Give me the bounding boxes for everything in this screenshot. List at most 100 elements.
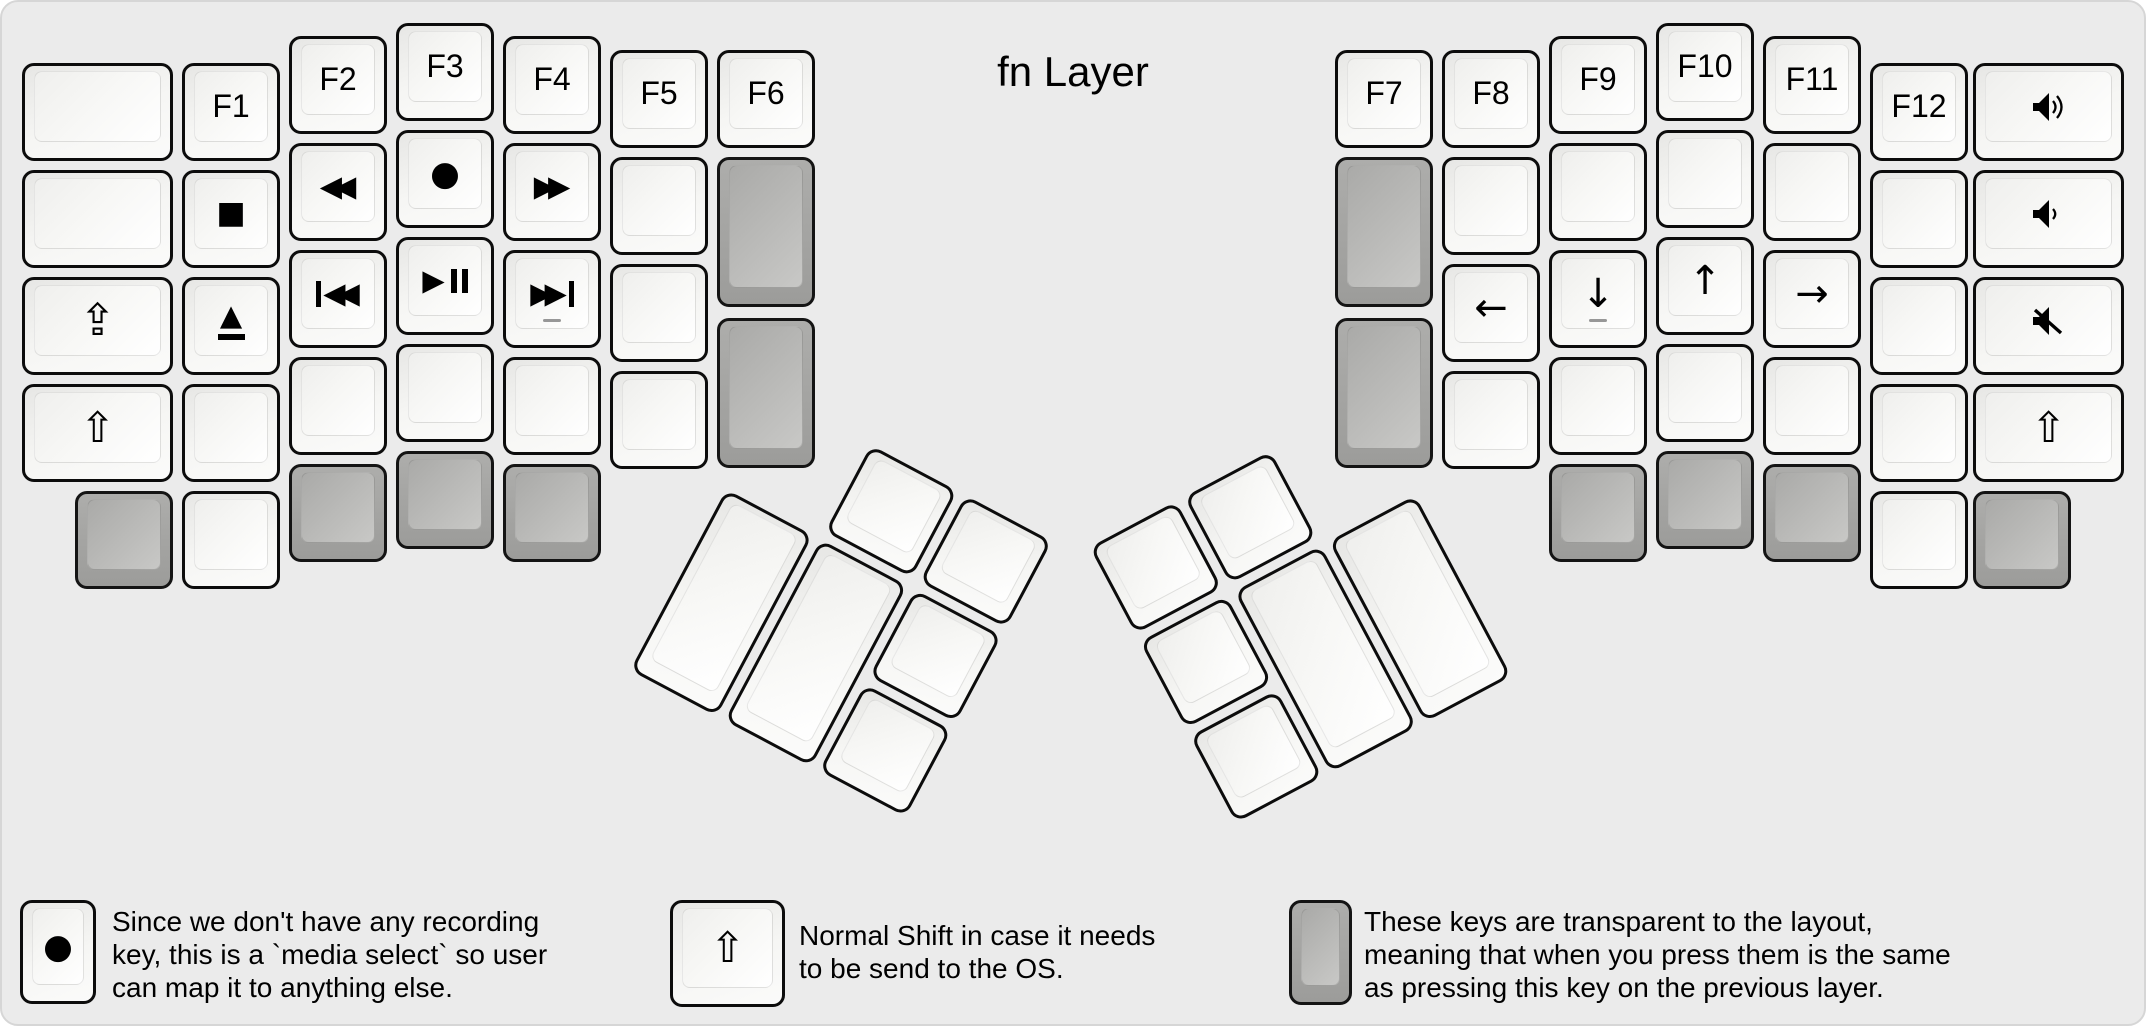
key-play-pause[interactable]: ▶ bbox=[396, 237, 494, 335]
key-blank[interactable] bbox=[1870, 277, 1968, 375]
rewind-icon: ◀◀ bbox=[319, 169, 357, 203]
key-f6[interactable]: F6 bbox=[717, 50, 815, 148]
key-arrow-up[interactable]: ↑ bbox=[1656, 237, 1754, 335]
key-transparent[interactable] bbox=[717, 157, 815, 307]
key-transparent[interactable] bbox=[1973, 491, 2071, 589]
key-label: F3 bbox=[426, 48, 464, 84]
key-label: F9 bbox=[1579, 61, 1617, 97]
key-record[interactable]: ● bbox=[396, 130, 494, 228]
key-transparent[interactable] bbox=[1335, 157, 1433, 307]
key-label: F8 bbox=[1472, 75, 1510, 111]
key-label: F1 bbox=[212, 88, 250, 124]
key-blank[interactable] bbox=[1870, 384, 1968, 482]
left-arrow-icon: ← bbox=[1474, 284, 1508, 331]
key-label: F10 bbox=[1677, 48, 1733, 84]
record-icon: ● bbox=[430, 153, 460, 194]
key-blank[interactable] bbox=[1763, 143, 1861, 241]
stop-icon: ■ bbox=[216, 195, 246, 231]
key-f5[interactable]: F5 bbox=[610, 50, 708, 148]
key-blank[interactable] bbox=[610, 371, 708, 469]
key-label: F4 bbox=[533, 61, 571, 97]
key-f12[interactable]: F12 bbox=[1870, 63, 1968, 161]
key-blank[interactable] bbox=[1549, 143, 1647, 241]
key-blank[interactable] bbox=[610, 264, 708, 362]
key-f11[interactable]: F11 bbox=[1763, 36, 1861, 134]
key-transparent[interactable] bbox=[289, 464, 387, 562]
key-blank[interactable] bbox=[1656, 130, 1754, 228]
key-f7[interactable]: F7 bbox=[1335, 50, 1433, 148]
prev-track-icon: ◀◀ bbox=[316, 279, 360, 308]
key-arrow-down[interactable]: ↓ bbox=[1549, 250, 1647, 348]
key-transparent[interactable] bbox=[75, 491, 173, 589]
key-next-track[interactable]: ▶▶ bbox=[503, 250, 601, 348]
key-blank[interactable] bbox=[503, 357, 601, 455]
key-f4[interactable]: F4 bbox=[503, 36, 601, 134]
key-f1[interactable]: F1 bbox=[182, 63, 280, 161]
key-rewind[interactable]: ◀◀ bbox=[289, 143, 387, 241]
down-arrow-icon: ↓ bbox=[1581, 270, 1615, 317]
key-transparent[interactable] bbox=[1656, 451, 1754, 549]
key-blank[interactable] bbox=[1870, 491, 1968, 589]
key-blank[interactable] bbox=[182, 384, 280, 482]
fast-forward-icon: ▶▶ bbox=[533, 169, 571, 203]
key-f2[interactable]: F2 bbox=[289, 36, 387, 134]
legend-key-shift: ⇧ bbox=[670, 900, 785, 1007]
key-volume-up[interactable] bbox=[1973, 63, 2124, 161]
key-f3[interactable]: F3 bbox=[396, 23, 494, 121]
homing-bar bbox=[543, 319, 561, 322]
key-blank[interactable] bbox=[1442, 371, 1540, 469]
key-prev-track[interactable]: ◀◀ bbox=[289, 250, 387, 348]
key-blank[interactable] bbox=[1763, 357, 1861, 455]
key-arrow-left[interactable]: ← bbox=[1442, 264, 1540, 362]
key-fast-forward[interactable]: ▶▶ bbox=[503, 143, 601, 241]
key-blank[interactable] bbox=[182, 491, 280, 589]
legend-key-media-select: ● bbox=[20, 900, 96, 1004]
key-blank[interactable] bbox=[610, 157, 708, 255]
key-blank[interactable] bbox=[22, 170, 173, 268]
key-transparent[interactable] bbox=[1335, 318, 1433, 468]
key-shift[interactable]: ⇧ bbox=[1973, 384, 2124, 482]
key-shift[interactable]: ⇧ bbox=[22, 384, 173, 482]
key-transparent[interactable] bbox=[503, 464, 601, 562]
play-pause-icon: ▶ bbox=[422, 266, 468, 295]
legend-text-transparent: These keys are transparent to the layout… bbox=[1364, 906, 1951, 1003]
key-transparent[interactable] bbox=[1763, 464, 1861, 562]
key-f8[interactable]: F8 bbox=[1442, 50, 1540, 148]
key-stop[interactable]: ■ bbox=[182, 170, 280, 268]
key-label: F11 bbox=[1785, 61, 1839, 97]
key-f9[interactable]: F9 bbox=[1549, 36, 1647, 134]
legend-text-media-select: Since we don't have any recording key, t… bbox=[112, 906, 548, 1003]
key-transparent[interactable] bbox=[1549, 464, 1647, 562]
record-icon: ● bbox=[43, 926, 73, 967]
key-blank[interactable] bbox=[289, 357, 387, 455]
key-label: F12 bbox=[1891, 88, 1947, 124]
key-blank[interactable] bbox=[1549, 357, 1647, 455]
legend-key-transparent bbox=[1289, 900, 1352, 1005]
up-arrow-icon: ↑ bbox=[1688, 257, 1722, 304]
key-blank[interactable] bbox=[22, 63, 173, 161]
key-mute[interactable] bbox=[1973, 277, 2124, 375]
next-track-icon: ▶▶ bbox=[530, 279, 574, 308]
mute-icon bbox=[2032, 306, 2062, 335]
key-label: F7 bbox=[1365, 75, 1403, 111]
key-blank[interactable] bbox=[1442, 157, 1540, 255]
key-label: F5 bbox=[640, 75, 678, 111]
key-eject[interactable]: ▲ bbox=[182, 277, 280, 375]
key-transparent[interactable] bbox=[396, 451, 494, 549]
layer-title: fn Layer bbox=[997, 48, 1149, 95]
key-f10[interactable]: F10 bbox=[1656, 23, 1754, 121]
key-blank[interactable] bbox=[1656, 344, 1754, 442]
homing-bar bbox=[1589, 319, 1607, 322]
right-arrow-icon: → bbox=[1795, 270, 1829, 317]
key-blank[interactable] bbox=[1870, 170, 1968, 268]
shift-icon: ⇧ bbox=[79, 402, 116, 452]
key-caps-lock[interactable]: ⇪ bbox=[22, 277, 173, 375]
key-label: F6 bbox=[747, 75, 785, 111]
shift-icon: ⇧ bbox=[709, 923, 746, 972]
key-volume-down[interactable] bbox=[1973, 170, 2124, 268]
key-blank[interactable] bbox=[396, 344, 494, 442]
key-arrow-right[interactable]: → bbox=[1763, 250, 1861, 348]
legend-text-shift: Normal Shift in case it needs to be send… bbox=[799, 920, 1156, 984]
key-transparent[interactable] bbox=[717, 318, 815, 468]
